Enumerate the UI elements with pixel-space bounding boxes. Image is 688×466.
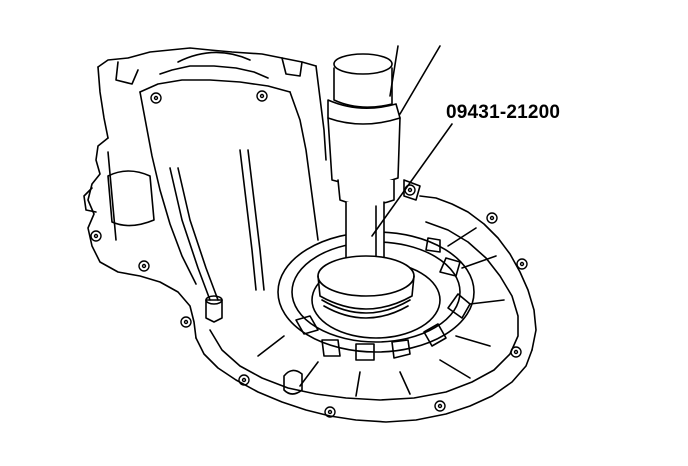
part-number-label: 09431-21200 [446,102,561,123]
callout-leader [371,123,453,237]
bolt-holes [90,90,528,418]
housing-outline [87,47,537,423]
upper-body [83,51,327,301]
installer-tool [317,45,441,319]
